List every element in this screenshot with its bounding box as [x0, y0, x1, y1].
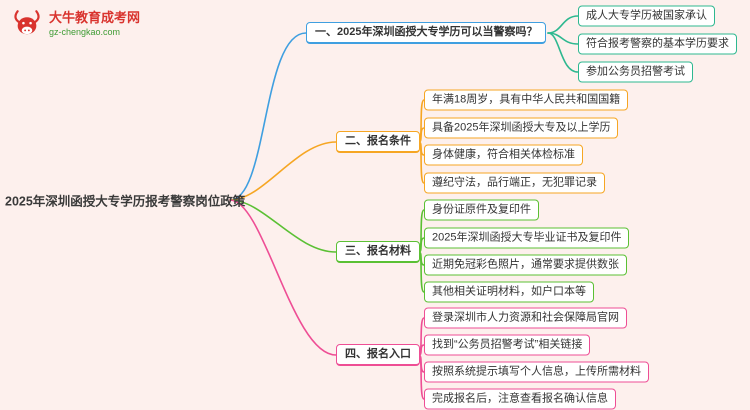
leaf-node: 遵纪守法，品行端正，无犯罪记录: [424, 172, 605, 194]
link-root-branch1: [229, 32, 307, 201]
leaf-node: 2025年深圳函授大专毕业证书及复印件: [424, 227, 630, 249]
leaf-node: 近期免冠彩色照片，通常要求提供数张: [424, 254, 627, 276]
branch-node-4: 四、报名入口: [336, 344, 420, 366]
logo-title: 大牛教育成考网: [49, 10, 141, 26]
leaf-node: 身体健康，符合相关体检标准: [424, 144, 583, 166]
leaf-node: 成人大专学历被国家承认: [578, 5, 715, 27]
leaf-node: 其他相关证明材料，如户口本等: [424, 281, 594, 303]
bull-icon: [14, 10, 40, 35]
leaf-node: 身份证原件及复印件: [424, 199, 539, 221]
leaf-node: 参加公务员招警考试: [578, 61, 693, 83]
link-root-branch4: [229, 199, 337, 356]
branch-node-3: 三、报名材料: [336, 241, 420, 263]
link-root-branch2: [229, 141, 337, 201]
link-branch1-leaf3: [547, 32, 579, 73]
link-branch1-leaf2: [547, 32, 579, 45]
leaf-node: 具备2025年深圳函授大专及以上学历: [424, 117, 619, 139]
leaf-node: 登录深圳市人力资源和社会保障局官网: [424, 307, 627, 329]
link-branch1-leaf1: [547, 15, 579, 34]
leaf-node: 年满18周岁，具有中华人民共和国国籍: [424, 89, 629, 111]
leaf-node: 符合报考警察的基本学历要求: [578, 33, 737, 55]
logo-subtitle: gz-chengkao.com: [49, 26, 121, 37]
branch-node-2: 二、报名条件: [336, 131, 420, 153]
link-root-branch3: [229, 199, 337, 253]
branch-node-1: 一、2025年深圳函授大专学历可以当警察吗？: [306, 22, 547, 44]
mindmap-root-node: 2025年深圳函授大专学历报考警察岗位政策: [5, 194, 246, 209]
leaf-node: 完成报名后，注意查看报名确认信息: [424, 388, 616, 410]
leaf-node: 按照系统提示填写个人信息，上传所需材料: [424, 361, 649, 383]
site-logo[interactable]: 大牛教育成考网 gz-chengkao.com: [10, 7, 140, 41]
leaf-node: 找到“公务员招警考试”相关链接: [424, 334, 591, 356]
